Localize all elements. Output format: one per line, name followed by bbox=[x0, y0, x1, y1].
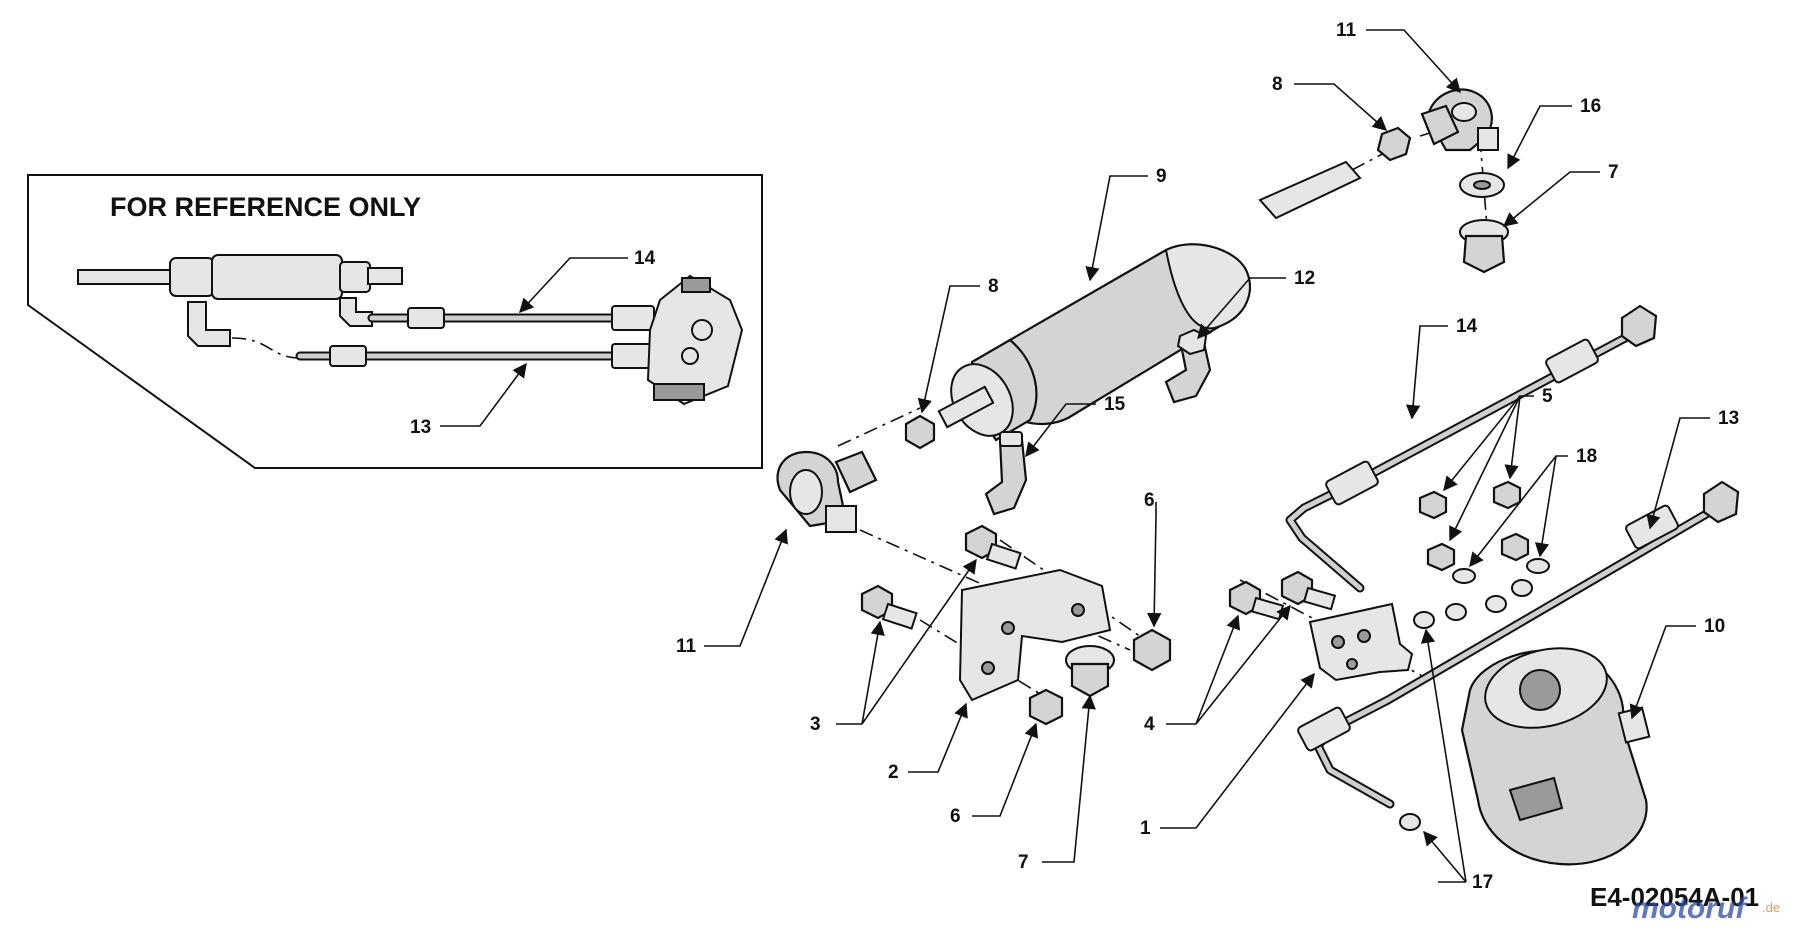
mounting-plate-1 bbox=[1308, 602, 1414, 682]
bracket-2 bbox=[958, 568, 1112, 702]
bolts-5 bbox=[1418, 480, 1530, 572]
callout-3: 3 bbox=[810, 558, 977, 735]
svg-text:motoruf: motoruf bbox=[1632, 892, 1748, 925]
reference-callout-13: 13 bbox=[410, 362, 527, 438]
nut-6-right bbox=[1132, 628, 1172, 672]
svg-text:18: 18 bbox=[1576, 446, 1597, 467]
nut-top bbox=[1376, 126, 1412, 162]
callout-7-top: 7 bbox=[1502, 162, 1619, 227]
callout-6-bottom: 6 bbox=[950, 722, 1038, 827]
rod-end-top bbox=[1420, 88, 1499, 152]
reference-title: FOR REFERENCE ONLY bbox=[110, 192, 421, 222]
svg-text:16: 16 bbox=[1580, 96, 1601, 117]
svg-text:11: 11 bbox=[1336, 20, 1357, 41]
callout-2: 2 bbox=[888, 702, 968, 783]
reference-hose-14 bbox=[367, 305, 685, 331]
callout-14: 14 bbox=[1405, 316, 1478, 420]
hose-14 bbox=[1285, 304, 1658, 593]
svg-text:7: 7 bbox=[1608, 162, 1619, 183]
svg-text:1: 1 bbox=[1140, 818, 1151, 839]
svg-text:4: 4 bbox=[1144, 714, 1155, 735]
svg-text:8: 8 bbox=[988, 276, 999, 297]
svg-text:5: 5 bbox=[1542, 386, 1553, 407]
svg-text:14: 14 bbox=[634, 248, 656, 269]
callout-18: 18 bbox=[1469, 446, 1597, 568]
watermark: motoruf .de bbox=[1632, 892, 1780, 925]
svg-text:2: 2 bbox=[888, 762, 899, 783]
reference-steering-valve bbox=[646, 274, 744, 406]
nut-6-bottom bbox=[1028, 688, 1064, 726]
bolts-3 bbox=[860, 524, 1022, 630]
hydraulic-cylinder bbox=[937, 160, 1362, 442]
svg-text:11: 11 bbox=[676, 636, 697, 657]
callout-8-left: 8 bbox=[917, 276, 999, 414]
svg-text:3: 3 bbox=[810, 714, 821, 735]
flange-nut-top bbox=[1459, 219, 1509, 274]
washers-18 bbox=[1452, 558, 1550, 584]
callout-11-left: 11 bbox=[676, 528, 788, 657]
nut-left bbox=[904, 414, 936, 450]
callout-8-top: 8 bbox=[1272, 74, 1388, 131]
elbow-fitting-15 bbox=[984, 431, 1028, 516]
svg-text:.de: .de bbox=[1762, 900, 1780, 915]
reference-inset: FOR REFERENCE ONLY bbox=[27, 174, 763, 469]
svg-text:10: 10 bbox=[1704, 616, 1725, 637]
svg-text:6: 6 bbox=[1144, 490, 1155, 511]
reference-hose-13 bbox=[231, 337, 675, 369]
bolts-4 bbox=[1228, 570, 1337, 621]
svg-text:13: 13 bbox=[410, 417, 431, 438]
callout-10: 10 bbox=[1629, 616, 1725, 720]
callout-12: 12 bbox=[1197, 268, 1315, 340]
svg-text:9: 9 bbox=[1156, 166, 1167, 187]
figure-code: E4-02054A-01 bbox=[1590, 882, 1759, 912]
svg-text:17: 17 bbox=[1472, 872, 1493, 893]
reference-callout-14: 14 bbox=[519, 248, 656, 314]
svg-text:7: 7 bbox=[1018, 852, 1029, 873]
svg-text:6: 6 bbox=[950, 806, 961, 827]
svg-text:8: 8 bbox=[1272, 74, 1283, 95]
callout-11-top: 11 bbox=[1336, 20, 1461, 94]
steering-valve-10 bbox=[1460, 647, 1651, 866]
callout-4: 4 bbox=[1144, 604, 1291, 735]
rod-end-left bbox=[776, 450, 878, 533]
reference-cylinder bbox=[77, 254, 403, 300]
callout-6-right: 6 bbox=[1144, 490, 1162, 628]
o-rings-17 bbox=[1399, 579, 1533, 831]
callout-5: 5 bbox=[1443, 386, 1553, 542]
callout-16: 16 bbox=[1507, 96, 1601, 170]
svg-text:13: 13 bbox=[1718, 408, 1739, 429]
callout-1: 1 bbox=[1140, 672, 1315, 839]
svg-text:15: 15 bbox=[1104, 394, 1126, 415]
callout-9: 9 bbox=[1085, 166, 1167, 282]
callout-15: 15 bbox=[1025, 394, 1126, 458]
callout-17: 17 bbox=[1420, 628, 1493, 893]
callout-13: 13 bbox=[1646, 408, 1739, 530]
flange-nut-bottom bbox=[1065, 645, 1115, 698]
washer-16 bbox=[1459, 172, 1505, 198]
callout-7-bottom: 7 bbox=[1018, 694, 1096, 873]
svg-text:14: 14 bbox=[1456, 316, 1478, 337]
svg-text:12: 12 bbox=[1294, 268, 1315, 289]
